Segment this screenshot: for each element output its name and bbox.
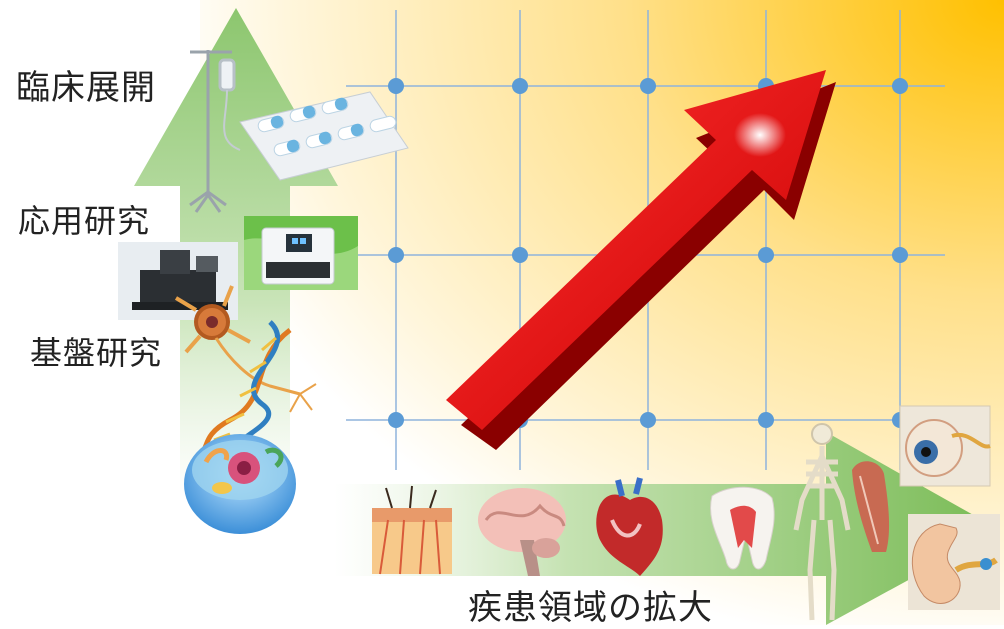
skin-layer-icon bbox=[372, 485, 452, 575]
ear-icon bbox=[908, 514, 1000, 610]
tooth-icon bbox=[710, 486, 775, 570]
capsule-blister-pack-icon bbox=[239, 91, 409, 181]
eye-icon bbox=[899, 405, 991, 487]
horizontal-axis-label: 疾患領域の拡大 bbox=[468, 588, 713, 628]
iv-drip-stand-icon bbox=[189, 50, 241, 213]
stage-label-basic: 基盤研究 bbox=[30, 334, 163, 372]
skeleton-icon bbox=[793, 423, 851, 621]
brain-icon bbox=[478, 488, 566, 576]
heart-icon bbox=[596, 477, 663, 576]
cell-icon bbox=[184, 434, 296, 534]
growth-arrow bbox=[446, 70, 836, 450]
lab-analyzer-icon bbox=[244, 216, 358, 290]
neuron-icon bbox=[174, 285, 317, 413]
stage-label-clinical: 臨床展開 bbox=[16, 68, 156, 108]
stage-label-applied: 応用研究 bbox=[18, 202, 151, 240]
muscle-icon bbox=[852, 461, 890, 552]
